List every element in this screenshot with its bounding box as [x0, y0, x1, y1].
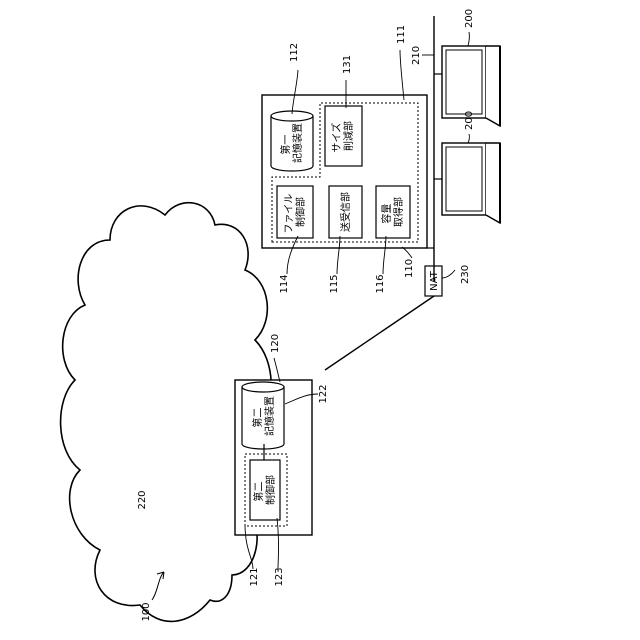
wan-link	[325, 294, 437, 370]
ref-210: 210	[411, 46, 422, 65]
leader-200-mid	[468, 134, 469, 143]
transceiver-label: 送受信部	[339, 192, 352, 232]
leader-200-top	[468, 32, 469, 46]
ref-110: 110	[404, 259, 415, 278]
ref-114: 114	[279, 274, 290, 293]
ref-115: 115	[329, 274, 340, 293]
ref-111: 111	[396, 25, 407, 44]
ref-121: 121	[249, 567, 260, 586]
ref-100: 100	[141, 602, 152, 621]
ref-122: 122	[318, 384, 329, 403]
ref-220: 220	[137, 490, 148, 509]
leader-230	[442, 270, 455, 278]
leader-111	[400, 50, 404, 100]
ref-112: 112	[289, 43, 300, 62]
ref-116: 116	[375, 274, 386, 293]
ref-120: 120	[270, 334, 281, 353]
ref-230: 230	[460, 265, 471, 284]
ref-131: 131	[342, 55, 353, 74]
ref-200-top: 200	[464, 9, 475, 28]
size-reduction-label: サイズ 削減部	[330, 120, 355, 153]
capacity-label: 容量 取得部	[380, 197, 405, 227]
rotated-drawing: 第二 制御部 第二 記憶装置 ファイル 制御部 送受信部 容量 取得部 サイズ …	[61, 9, 500, 622]
file-control-unit	[277, 186, 313, 238]
nat-box-label: NAT	[429, 270, 440, 291]
second-control-label: 第二 制御部	[252, 475, 277, 505]
ref-123: 123	[274, 567, 285, 586]
leader-120	[274, 358, 280, 382]
ref-200-mid: 200	[464, 111, 475, 130]
terminal-laptop-mid	[442, 143, 500, 223]
